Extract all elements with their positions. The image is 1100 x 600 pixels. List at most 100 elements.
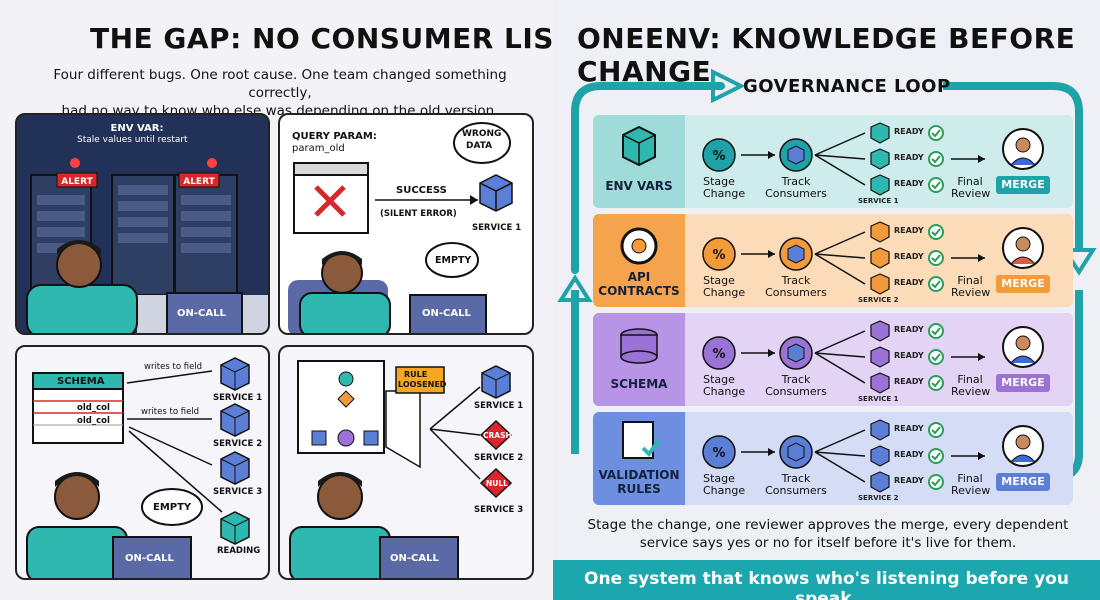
row-name-line1: API: [627, 270, 651, 284]
service-2-label: SERVICE 2: [474, 453, 524, 463]
schema-label: SCHEMA: [57, 376, 105, 387]
empty-label: EMPTY: [435, 255, 472, 266]
server-room-illustration: ALERT ALERT: [17, 115, 268, 333]
track-label-2: Consumers: [765, 187, 827, 200]
final-label-1: Final: [957, 175, 983, 188]
governance-loop-title: GOVERNANCE LOOP: [743, 76, 951, 97]
schema-col-1: old_col: [77, 403, 110, 413]
ready-label: READY: [894, 278, 924, 287]
final-label-1: Final: [957, 274, 983, 287]
alarm-light-icon: [70, 158, 80, 168]
check-icon: [928, 276, 944, 292]
footer-text: Stage the change, one reviewer approves …: [573, 516, 1083, 552]
row-flow-graphics: %%%%: [620, 122, 1044, 493]
fanout-arrow: [814, 154, 866, 160]
service-cube-icon: [870, 346, 890, 368]
final-label-2: Review: [951, 187, 991, 200]
fanout-arrow: [814, 154, 866, 186]
service-cube-icon: [220, 403, 250, 437]
silent-error-label: (SILENT ERROR): [380, 209, 457, 219]
param-name: param_old: [292, 143, 345, 154]
svg-text:%: %: [712, 248, 725, 263]
rule-label-1: RULE: [404, 370, 428, 379]
row-api-contracts: [593, 214, 1073, 307]
merge-button[interactable]: MERGE: [996, 473, 1050, 491]
reading-label: READING: [217, 546, 261, 556]
fanout-arrow: [814, 330, 866, 354]
svg-text:%: %: [712, 149, 725, 164]
check-icon: [928, 323, 944, 339]
alarm-light-icon: [207, 158, 217, 168]
query-param-label: QUERY PARAM:: [292, 131, 377, 142]
merge-button[interactable]: MERGE: [996, 374, 1050, 392]
track-label-2: Consumers: [765, 385, 827, 398]
stage-change-icon: [702, 237, 736, 271]
env-var-desc: Stale values until restart: [77, 135, 188, 145]
ready-label: READY: [894, 226, 924, 235]
track-label-2: Consumers: [765, 484, 827, 497]
fanout-arrow: [814, 352, 866, 384]
final-label-1: Final: [957, 472, 983, 485]
service-1-label: SERVICE 1: [474, 401, 524, 411]
fanout-arrow: [814, 253, 866, 259]
validation-illustration: [289, 360, 513, 578]
service-cube-icon: [870, 471, 890, 493]
check-icon: [928, 151, 944, 167]
oncall-engineer-icon: [299, 251, 391, 333]
merge-button[interactable]: MERGE: [996, 176, 1050, 194]
null-icon: [479, 467, 513, 499]
final-label-2: Review: [951, 484, 991, 497]
row-name: ENV VARS: [605, 179, 673, 193]
speech-bubble-wrong-data: [453, 122, 511, 164]
rule-loosened-badge: [395, 366, 445, 394]
service-1-label: SERVICE 1: [213, 393, 263, 403]
check-icon: [928, 125, 944, 141]
panel-env-var: ALERT ALERT ENV VAR: Stale values until …: [15, 113, 270, 335]
track-label-1: Track: [781, 175, 811, 188]
service-cube-icon: [870, 221, 890, 243]
final-label-2: Review: [951, 385, 991, 398]
alert-badge-1: [56, 172, 98, 188]
panel-validation: RULE LOOSENED SERVICE 1 CRASH SERVICE 2 …: [278, 345, 534, 580]
schema-col-2: old_col: [77, 416, 110, 426]
service-cube-icon: [220, 357, 250, 391]
service-cube-icon: [870, 148, 890, 170]
check-icon: [928, 250, 944, 266]
banner-text: One system that knows who's listening be…: [584, 569, 1069, 600]
laptop-icon: [409, 294, 487, 333]
ready-label: READY: [894, 179, 924, 188]
ready-label: READY: [894, 325, 924, 334]
check-icon: [928, 474, 944, 490]
row-name-line2: CONTRACTS: [598, 284, 680, 298]
service-cube-icon: [870, 372, 890, 394]
ready-label: READY: [894, 424, 924, 433]
schema-illustration: [26, 357, 250, 578]
query-param-illustration: [288, 122, 513, 333]
track-label-1: Track: [781, 373, 811, 386]
row-name-line1: VALIDATION: [598, 468, 680, 482]
alert-label-1: ALERT: [61, 177, 93, 187]
server-rack-2: [111, 174, 175, 296]
service-3-label: SERVICE 3: [474, 505, 524, 515]
service-cube-icon: [870, 174, 890, 196]
writes-label-2: writes to field: [141, 407, 200, 417]
stage-label-2: Change: [703, 187, 746, 200]
panel-query-param: QUERY PARAM: param_old WRONG DATA SUCCES…: [278, 113, 534, 335]
service-cube-icon: [220, 451, 250, 485]
track-label-1: Track: [781, 274, 811, 287]
wrong-label-2: DATA: [466, 141, 493, 151]
laptop-icon: [379, 536, 459, 578]
left-subtitle-line1: Four different bugs. One root cause. One…: [53, 67, 507, 101]
row-service-label: SERVICE 2: [858, 494, 899, 502]
crash-icon: [479, 419, 513, 451]
rule-label-2: LOOSENED: [398, 380, 447, 389]
stage-label-2: Change: [703, 385, 746, 398]
merge-button[interactable]: MERGE: [996, 275, 1050, 293]
ready-label: READY: [894, 127, 924, 136]
check-icon: [928, 448, 944, 464]
left-subtitle: Four different bugs. One root cause. One…: [20, 66, 540, 120]
check-icon: [928, 375, 944, 391]
oncall-engineer-icon: [289, 472, 391, 578]
speech-bubble-empty: [425, 242, 479, 278]
check-icon: [928, 422, 944, 438]
